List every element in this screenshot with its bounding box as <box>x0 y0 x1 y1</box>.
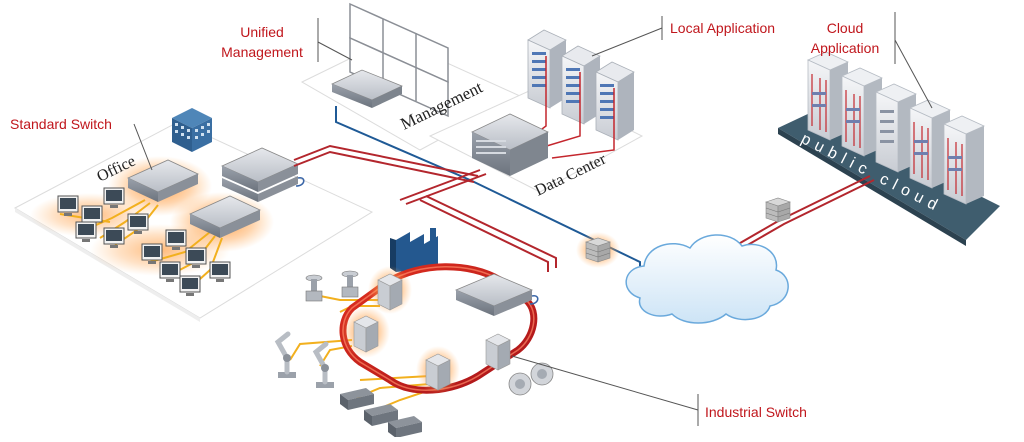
pc-icon <box>127 213 149 234</box>
callout-unified-management-line1: Unified <box>240 24 284 40</box>
industrial-aggregation-switch <box>454 273 534 316</box>
local-application-racks <box>527 29 635 159</box>
pc-icon <box>141 243 163 264</box>
server-rack-icon <box>527 29 567 109</box>
industrial-switch <box>377 273 403 311</box>
pc-icon <box>185 247 207 268</box>
camera-icon <box>340 388 374 410</box>
motor-icon <box>508 372 532 396</box>
robot-arm-icon <box>274 331 296 378</box>
callout-standard-switch: Standard Switch <box>10 116 112 132</box>
firewall-icon <box>585 237 611 263</box>
cloud-application-racks <box>807 51 985 205</box>
pc-icon <box>165 229 187 250</box>
firewall-icon <box>765 197 791 223</box>
server-rack-icon <box>875 83 917 173</box>
public-cloud-band <box>778 112 1000 240</box>
management-server <box>330 69 404 108</box>
office-aggregation-switch <box>221 147 299 202</box>
callout-industrial-switch: Industrial Switch <box>705 404 807 420</box>
camera-icon <box>388 416 422 438</box>
pc-icon <box>75 221 97 242</box>
server-rack-icon <box>943 115 985 205</box>
cloud-links <box>727 175 875 255</box>
pc-icon <box>57 195 79 216</box>
office-standard-switch <box>127 159 199 202</box>
callout-cloud-application-line2: Application <box>810 40 880 56</box>
pc-icon <box>209 261 231 282</box>
office-building-icon <box>172 108 212 152</box>
motor-icon <box>530 362 554 386</box>
camera-icon <box>364 404 398 426</box>
server-rack-icon <box>595 61 635 141</box>
industrial-switch <box>425 353 451 391</box>
data-center-core-switch <box>471 113 549 176</box>
factory-icon <box>390 228 438 272</box>
callout-cloud-application-line1: Cloud <box>826 20 864 36</box>
callout-local-application: Local Application <box>670 20 776 36</box>
callout-leaders <box>133 12 933 426</box>
office-pcs <box>57 187 231 296</box>
callout-unified-management: Unified Management <box>212 22 312 62</box>
video-wall-icon <box>349 2 449 118</box>
robot-arm-icon <box>312 341 334 388</box>
valve-icon <box>305 274 323 302</box>
pc-icon <box>103 187 125 208</box>
callout-unified-management-line2: Management <box>221 44 303 60</box>
wan-links <box>293 144 557 272</box>
valve-icon <box>341 270 359 298</box>
pc-icon <box>179 275 201 296</box>
server-rack-icon <box>561 45 601 125</box>
industrial-switch <box>485 333 511 371</box>
pc-icon <box>103 227 125 248</box>
pc-icon <box>159 261 181 282</box>
industrial-switch <box>353 315 379 353</box>
office-standard-switch <box>189 195 261 238</box>
internet-cloud-icon <box>625 234 789 324</box>
callout-cloud-application: Cloud Application <box>800 18 890 58</box>
